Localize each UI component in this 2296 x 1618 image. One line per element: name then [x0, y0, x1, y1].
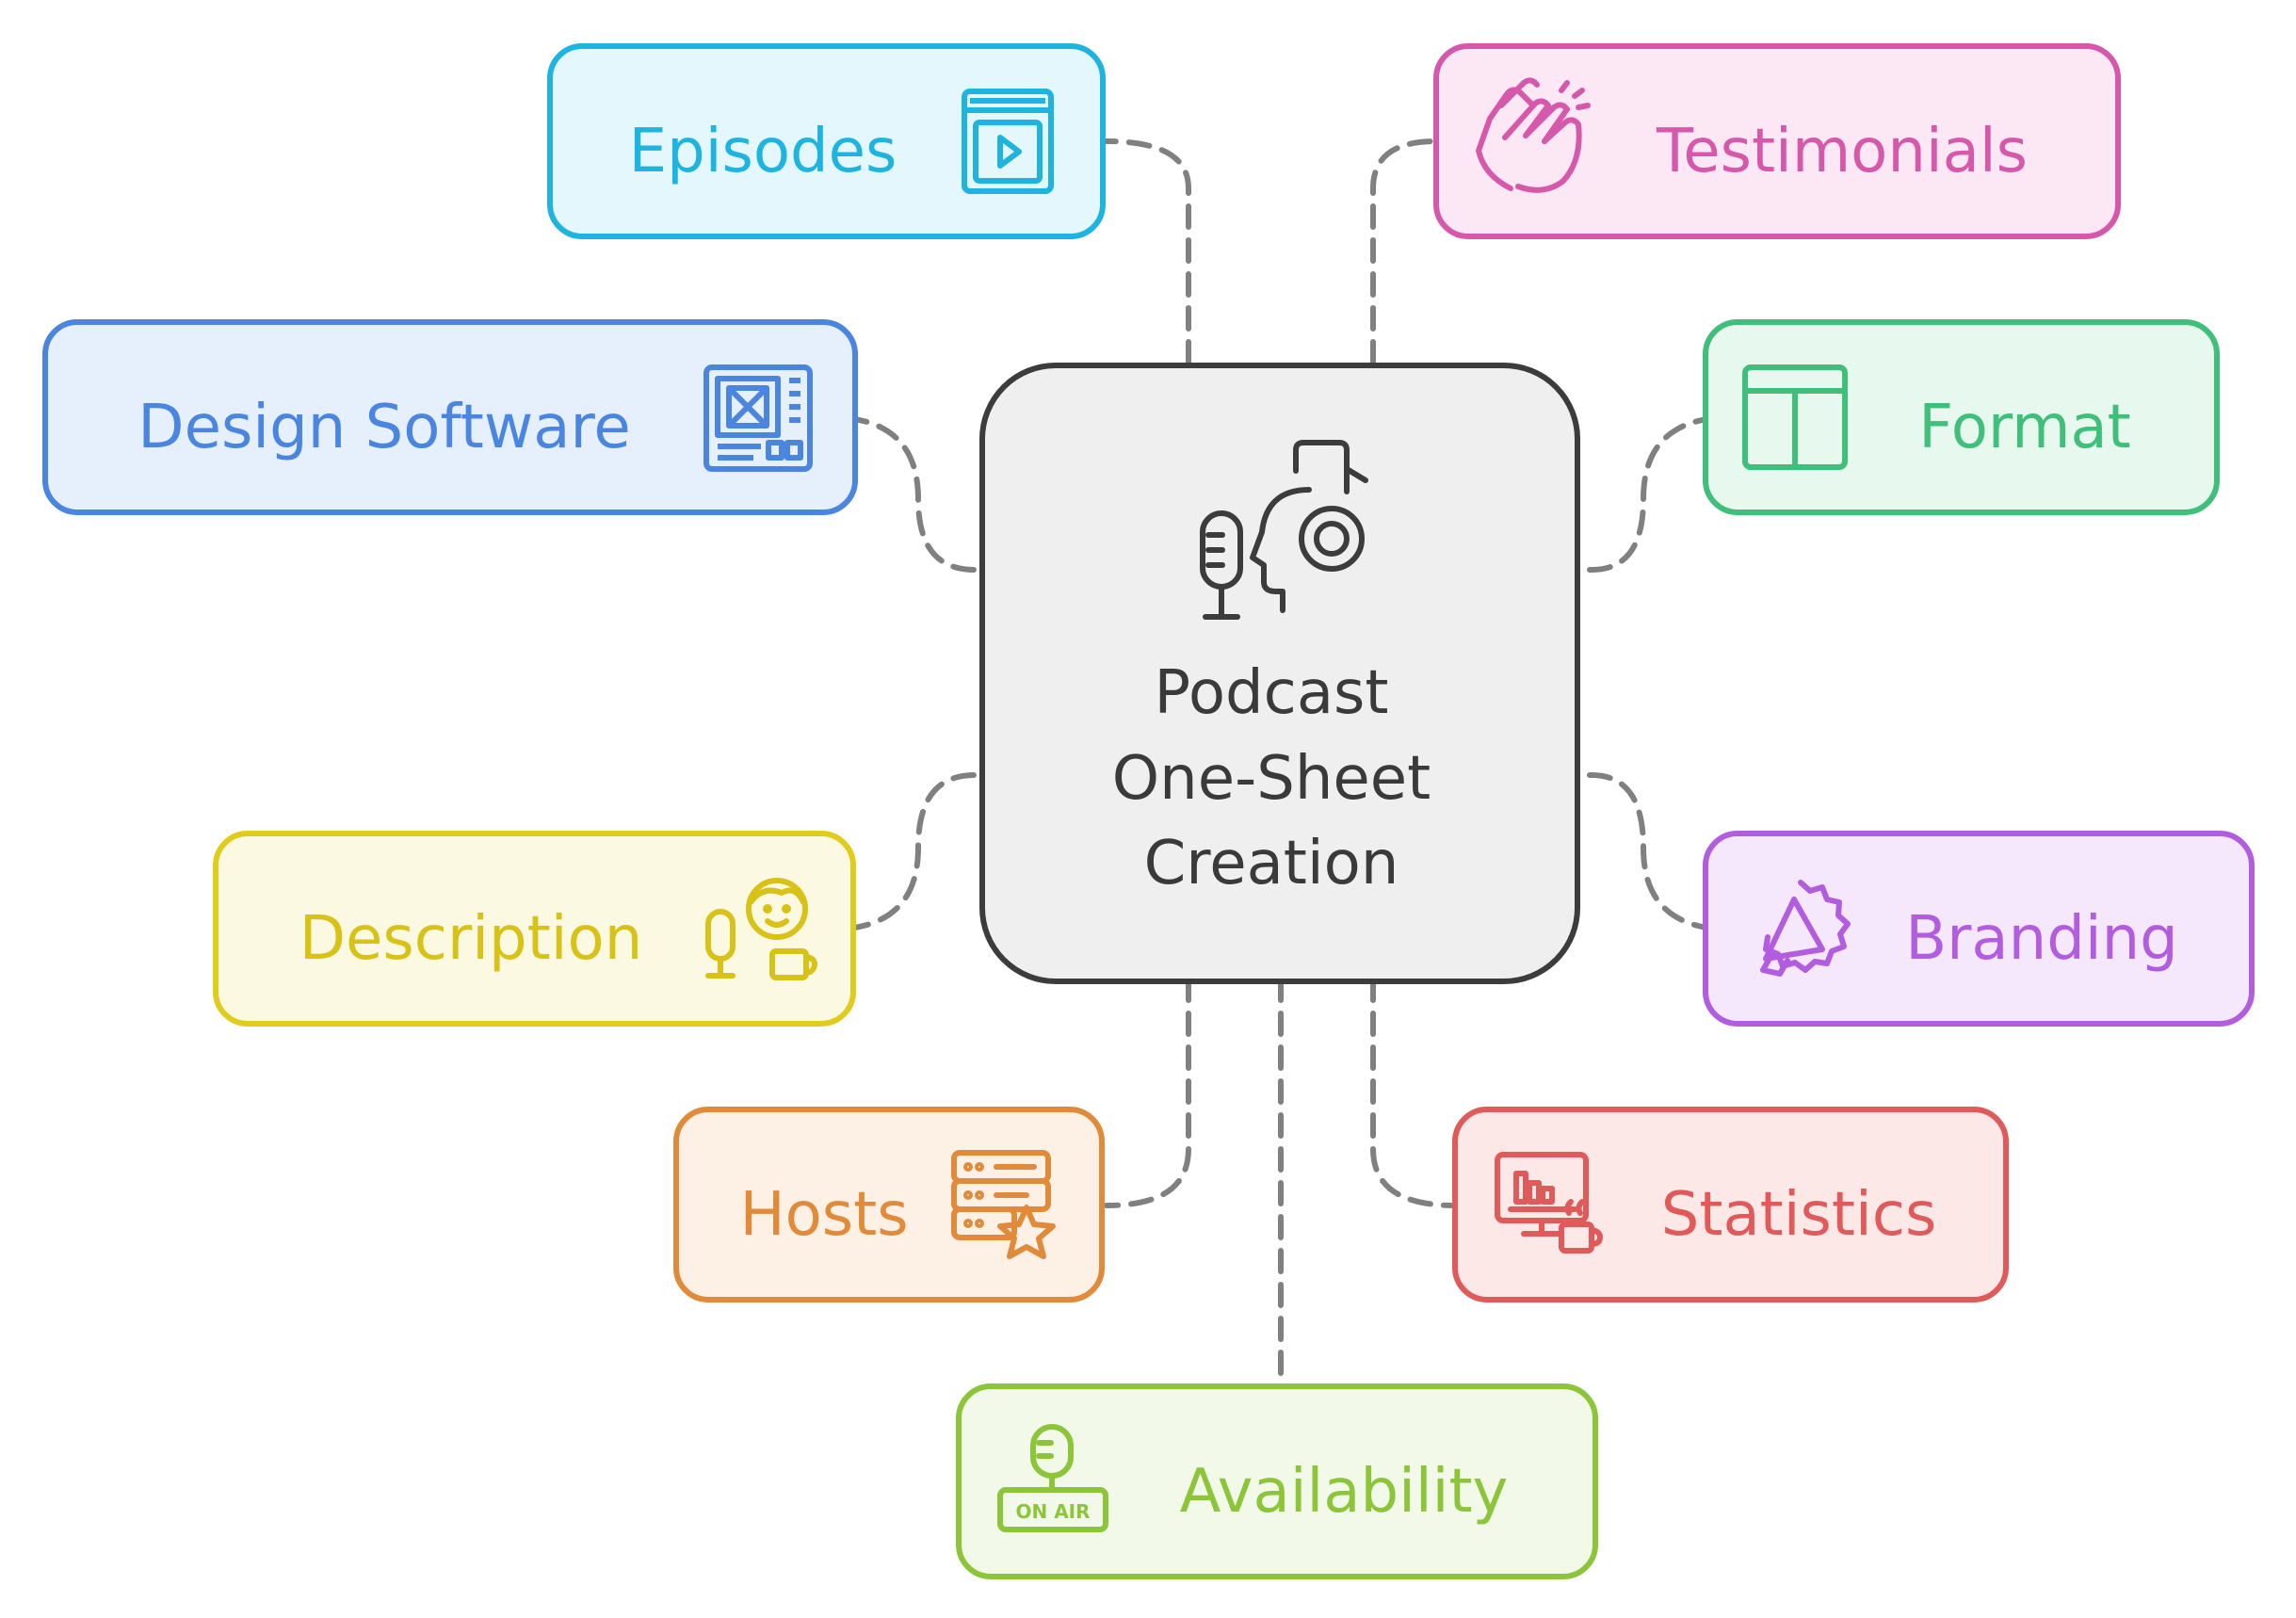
node-statistics-label: Statistics	[1661, 1180, 1937, 1250]
podcast-microphone-headphones-icon	[1200, 440, 1368, 620]
clapping-hands-icon	[1476, 77, 1591, 193]
connector-testimonials	[1370, 138, 1439, 365]
host-with-microphone-icon	[705, 878, 817, 980]
node-testimonials-label: Testimonials	[1656, 117, 2028, 186]
node-format-label: Format	[1918, 393, 2131, 462]
connector-statistics	[1370, 977, 1458, 1208]
megaphone-badge-icon	[1760, 880, 1851, 977]
connector-branding	[1553, 772, 1731, 932]
node-availability-label: Availability	[1180, 1457, 1509, 1527]
node-episodes-label: Episodes	[629, 117, 897, 186]
center-title-line-1: Podcast	[1155, 658, 1389, 728]
node-availability[interactable]: Availability ON AIR	[956, 1383, 1598, 1579]
on-air-label: ON AIR	[1015, 1500, 1090, 1523]
monitor-chart-coffee-icon	[1495, 1152, 1603, 1254]
node-description-label: Description	[299, 904, 643, 974]
layout-grid-icon	[1742, 364, 1848, 470]
connector-design-software	[831, 414, 1011, 573]
node-hosts[interactable]: Hosts	[673, 1107, 1105, 1302]
center-node[interactable]: Podcast One-Sheet Creation	[979, 363, 1580, 984]
node-branding[interactable]: Branding	[1703, 831, 2255, 1027]
center-title-line-2: One-Sheet	[1112, 744, 1431, 814]
node-design-software-label: Design Software	[137, 393, 630, 462]
node-design-software[interactable]: Design Software	[42, 319, 858, 515]
design-app-window-icon	[703, 364, 813, 472]
connector-format	[1553, 414, 1731, 573]
server-star-icon	[951, 1150, 1056, 1259]
center-title-line-3: Creation	[1144, 829, 1399, 898]
node-testimonials[interactable]: Testimonials	[1433, 43, 2121, 239]
on-air-microphone-icon	[997, 1424, 1108, 1532]
node-format[interactable]: Format	[1703, 319, 2220, 515]
node-episodes[interactable]: Episodes	[547, 43, 1106, 239]
connector-episodes	[1104, 138, 1191, 365]
connector-hosts	[1104, 977, 1191, 1208]
node-branding-label: Branding	[1905, 904, 2178, 974]
node-statistics[interactable]: Statistics	[1452, 1107, 2009, 1302]
node-hosts-label: Hosts	[739, 1180, 908, 1250]
video-player-icon	[962, 89, 1054, 194]
connector-description	[831, 772, 1011, 932]
node-description[interactable]: Description	[213, 831, 856, 1027]
